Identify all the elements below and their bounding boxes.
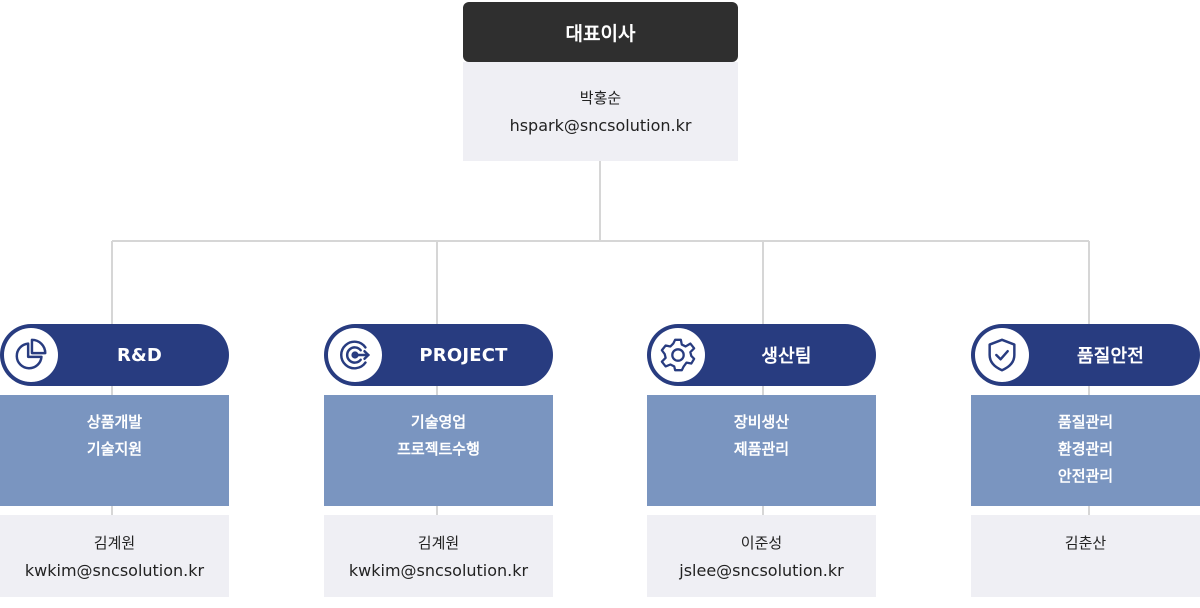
department-duties: 장비생산 제품관리 <box>647 395 876 506</box>
department-quality: 품질안전 품질관리 환경관리 안전관리 김춘산 <box>971 324 1200 597</box>
gear-icon <box>651 328 705 382</box>
department-header: R&D <box>0 324 229 386</box>
pie-chart-icon <box>4 328 58 382</box>
duty-item: 장비생산 <box>733 413 790 431</box>
duty-item: 환경관리 <box>1057 440 1114 458</box>
ceo-name: 박홍순 <box>579 88 622 107</box>
department-duties: 상품개발 기술지원 <box>0 395 229 506</box>
department-name: 품질안전 <box>1076 346 1145 367</box>
duty-item: 품질관리 <box>1057 413 1114 431</box>
duty-item: 기술지원 <box>86 440 143 458</box>
department-duties: 품질관리 환경관리 안전관리 <box>971 395 1200 506</box>
duty-item: 상품개발 <box>86 413 143 431</box>
department-manager: 이준성 jslee@sncsolution.kr <box>647 515 876 597</box>
manager-email: kwkim@sncsolution.kr <box>24 561 205 580</box>
department-rnd: R&D 상품개발 기술지원 김계원 kwkim@sncsolution.kr <box>0 324 229 597</box>
duty-item: 안전관리 <box>1057 467 1114 485</box>
department-name: R&D <box>116 344 163 366</box>
target-icon <box>328 328 382 382</box>
department-manager: 김춘산 <box>971 515 1200 597</box>
department-duties: 기술영업 프로젝트수행 <box>324 395 553 506</box>
ceo-email: hspark@sncsolution.kr <box>509 115 692 135</box>
department-name: PROJECT <box>419 344 508 366</box>
manager-email: kwkim@sncsolution.kr <box>348 561 529 580</box>
department-header: 생산팀 <box>647 324 876 386</box>
ceo-title-box: 대표이사 <box>463 2 738 62</box>
manager-name: 김춘산 <box>1064 534 1107 552</box>
department-manager: 김계원 kwkim@sncsolution.kr <box>324 515 553 597</box>
department-production: 생산팀 장비생산 제품관리 이준성 jslee@sncsolution.kr <box>647 324 876 597</box>
department-header: PROJECT <box>324 324 553 386</box>
ceo-title: 대표이사 <box>565 22 636 45</box>
department-header: 품질안전 <box>971 324 1200 386</box>
manager-name: 김계원 <box>417 534 460 552</box>
ceo-info-box: 박홍순 hspark@sncsolution.kr <box>463 62 738 161</box>
duty-item: 프로젝트수행 <box>397 440 480 458</box>
duty-item: 제품관리 <box>733 440 790 458</box>
manager-name: 김계원 <box>93 534 136 552</box>
manager-name: 이준성 <box>740 534 783 552</box>
duty-item: 기술영업 <box>410 413 467 431</box>
manager-email: jslee@sncsolution.kr <box>679 561 844 580</box>
department-manager: 김계원 kwkim@sncsolution.kr <box>0 515 229 597</box>
department-project: PROJECT 기술영업 프로젝트수행 김계원 kwkim@sncsolutio… <box>324 324 553 597</box>
shield-check-icon <box>975 328 1029 382</box>
department-name: 생산팀 <box>761 346 812 367</box>
